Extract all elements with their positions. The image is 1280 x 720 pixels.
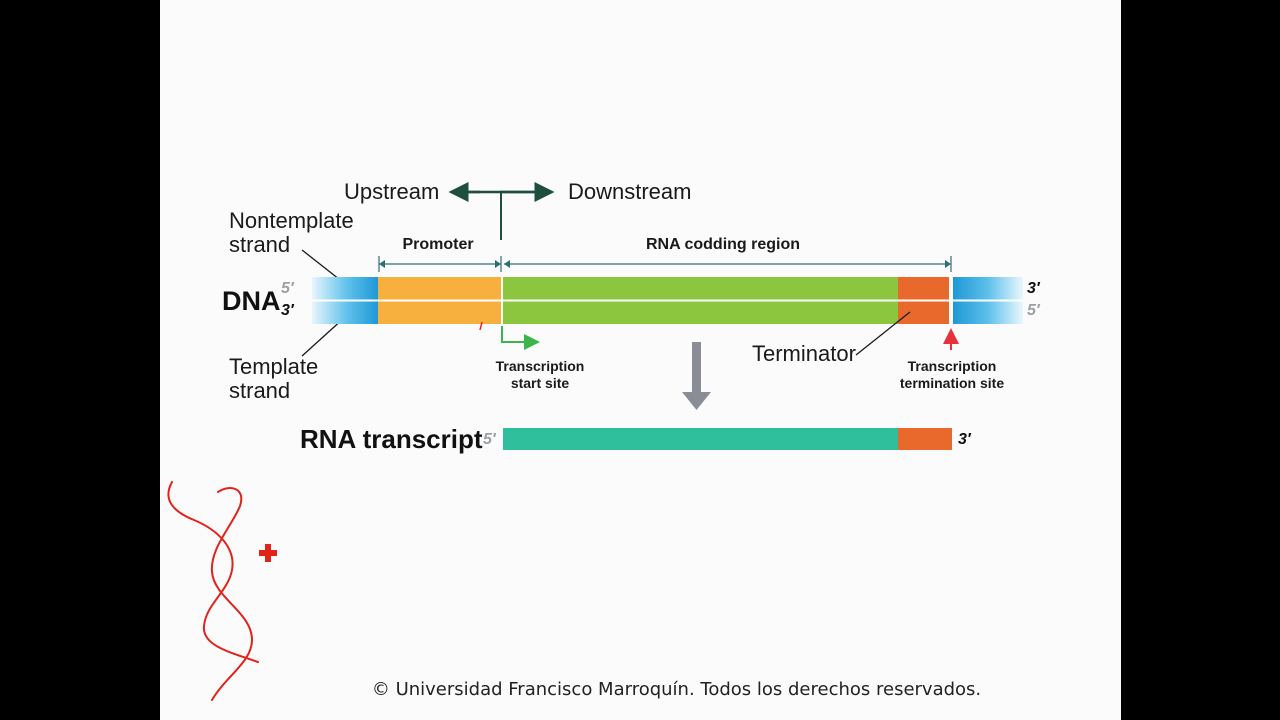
template-label-line2: strand xyxy=(229,378,290,403)
transcription-diagram: Upstream Downstream Promoter RNA codding… xyxy=(167,179,1041,701)
dna-right-bottom-end: 5′ xyxy=(1027,302,1041,319)
start-site-label-line2: start site xyxy=(511,375,570,391)
rna-terminator-segment xyxy=(898,428,952,450)
dna-right-top-end: 3′ xyxy=(1027,280,1041,297)
hand-drawn-helix-annotation xyxy=(167,481,259,701)
upstream-label: Upstream xyxy=(344,179,439,204)
dna-label: DNA xyxy=(222,286,281,316)
transcription-down-arrow xyxy=(682,342,711,410)
template-label-line1: Template xyxy=(229,354,318,379)
start-site-arrow xyxy=(501,326,540,350)
direction-arrow xyxy=(448,182,555,240)
nontemplate-label-line2: strand xyxy=(229,232,290,257)
rna-five-prime-end: 5′ xyxy=(483,431,497,448)
red-annotation-tick xyxy=(479,321,483,331)
dna-double-strand xyxy=(312,277,1023,324)
start-site-label-line1: Transcription xyxy=(496,358,585,374)
terminator-pointer xyxy=(855,311,911,356)
copyright-footer: © Universidad Francisco Marroquín. Todos… xyxy=(371,679,982,700)
nontemplate-label-line1: Nontemplate xyxy=(229,208,354,233)
termination-site-label-line1: Transcription xyxy=(908,358,997,374)
dna-left-top-end: 5′ xyxy=(281,280,295,297)
red-cursor-mark xyxy=(259,544,277,562)
rna-three-prime-end: 3′ xyxy=(958,431,972,448)
coding-region-label: RNA codding region xyxy=(646,236,800,253)
promoter-label: Promoter xyxy=(402,236,473,253)
template-pointer xyxy=(301,317,345,357)
termination-site-label-line2: termination site xyxy=(900,375,1004,391)
rna-transcript-label: RNA transcript xyxy=(300,424,483,454)
promoter-span-guide xyxy=(378,256,502,272)
rna-coding-segment xyxy=(503,428,898,450)
slide: Upstream Downstream Promoter RNA codding… xyxy=(160,0,1121,720)
dna-left-bottom-end: 3′ xyxy=(281,302,295,319)
downstream-label: Downstream xyxy=(568,179,691,204)
coding-span-guide xyxy=(504,256,952,272)
terminator-label: Terminator xyxy=(752,341,856,366)
